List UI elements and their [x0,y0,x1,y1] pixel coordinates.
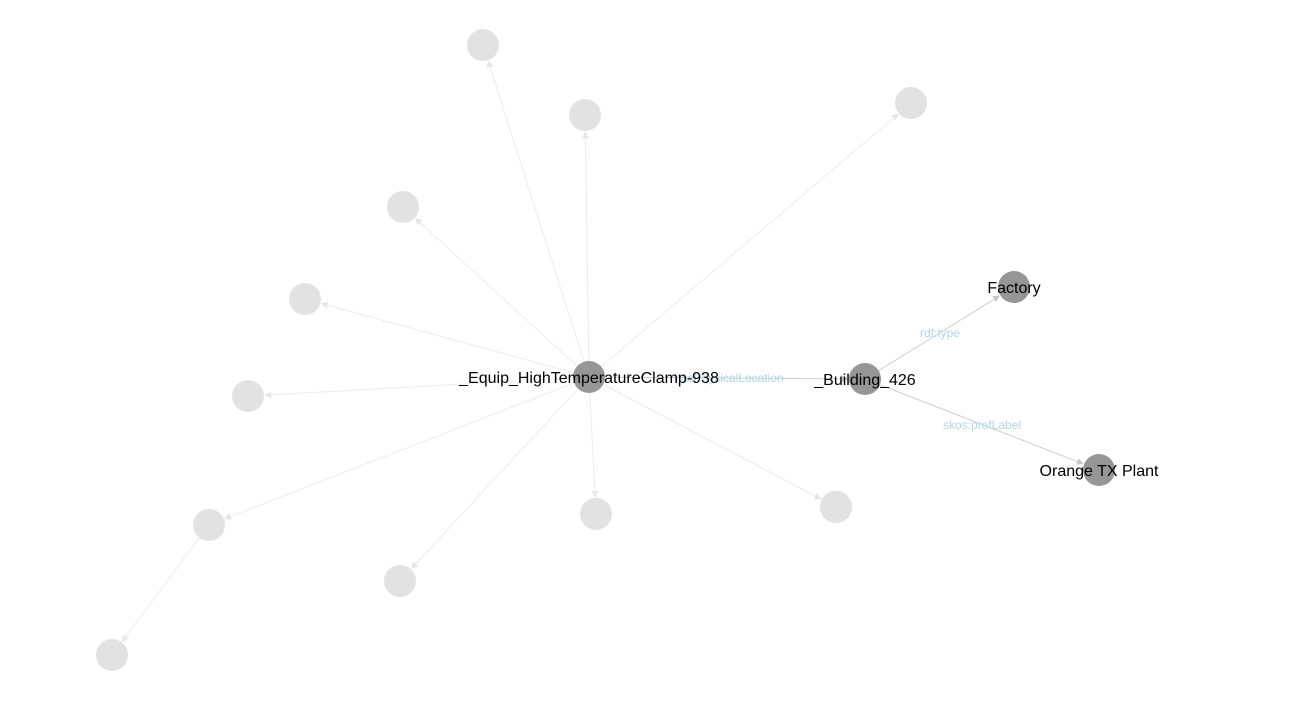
edge-equip-to-f11[interactable] [602,384,822,500]
graph-node-f6[interactable] [232,380,264,412]
edge-equip-to-building[interactable] [604,375,849,383]
edge-f9-to-f12[interactable] [121,537,200,642]
edge-building-to-plant[interactable] [879,384,1084,465]
edge-equip-to-f4[interactable] [414,218,578,367]
edge-layer [121,60,1084,642]
node-label-factory: Factory [987,280,1040,297]
edge-equip-to-f3[interactable] [600,113,899,367]
graph-node-f12[interactable] [96,639,128,671]
edge-equip-to-f2[interactable] [581,131,590,362]
graph-node-f11[interactable] [820,491,852,523]
node-label-plant: Orange TX Plant [1040,463,1159,480]
graph-node-f9[interactable] [193,509,225,541]
edge-equip-to-f1[interactable] [486,60,585,362]
graph-node-f10[interactable] [384,565,416,597]
edge-label-equip-to-building: hasPhysicalLocation [674,371,783,385]
graph-node-f7[interactable] [580,498,612,530]
graph-node-f5[interactable] [289,283,321,315]
edge-label-layer: hasPhysicalLocation rdf:type skos:prefLabe… [674,326,1021,432]
graph-node-equip[interactable] [573,361,605,393]
node-label-building: _Building_426 [813,372,916,389]
edge-equip-to-f7[interactable] [589,392,599,498]
node-label-layer: _Equip_HighTemperatureClamp-938 _Building… [458,280,1159,480]
edge-equip-to-f9[interactable] [224,382,575,520]
edge-equip-to-f6[interactable] [264,377,574,399]
graph-node-factory[interactable] [998,271,1030,303]
graph-node-f3[interactable] [895,87,927,119]
graph-node-f1[interactable] [467,29,499,61]
edge-building-to-factory[interactable] [878,295,1001,372]
edge-equip-to-f10[interactable] [411,388,579,570]
graph-node-plant[interactable] [1083,454,1115,486]
node-label-equip: _Equip_HighTemperatureClamp-938 [458,370,719,387]
edge-label-building-to-plant: skos:prefLabel [943,418,1021,432]
graph-node-building[interactable] [849,363,881,395]
edge-equip-to-f5[interactable] [320,301,574,374]
graph-node-f4[interactable] [387,191,419,223]
node-layer [96,29,1115,671]
edge-label-building-to-factory: rdf:type [920,326,960,340]
graph-node-f2[interactable] [569,99,601,131]
